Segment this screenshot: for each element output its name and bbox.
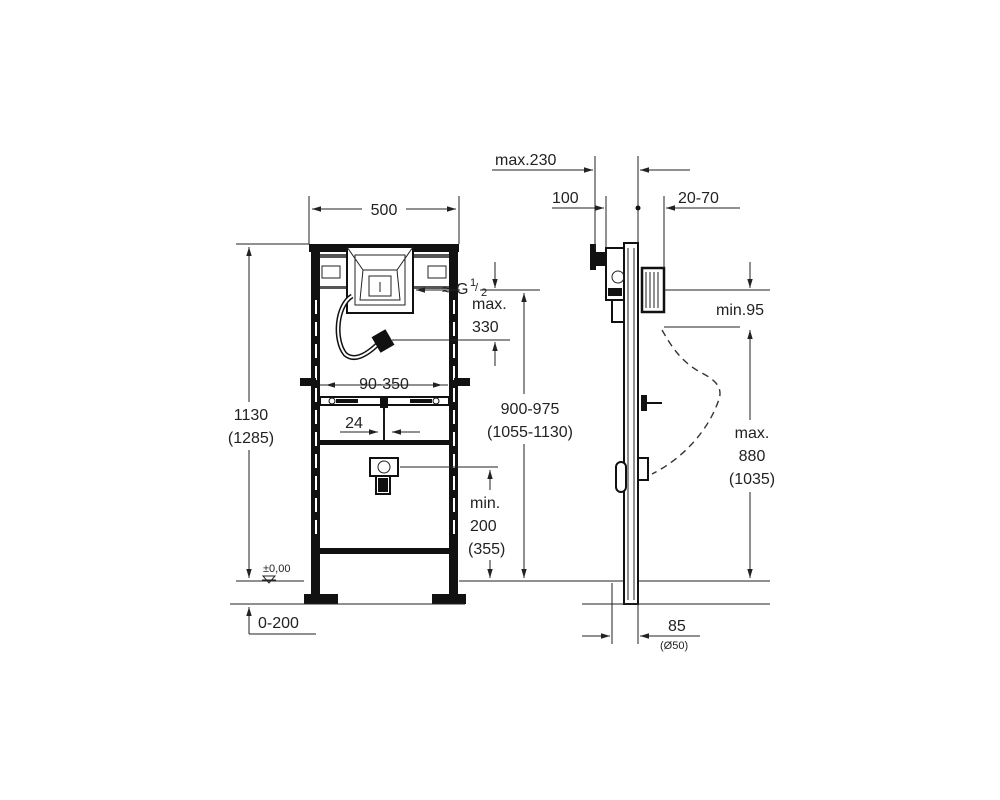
drain-height-label: 900-975 xyxy=(501,401,560,418)
min-label-side: min.95 xyxy=(716,302,764,319)
supply-label-g: G xyxy=(456,281,468,298)
range-label: 90-350 xyxy=(359,376,409,393)
max-label-side: max. xyxy=(735,425,770,442)
width-label: 500 xyxy=(371,202,398,219)
flush-valve xyxy=(346,246,414,314)
side-valve xyxy=(590,244,625,323)
supply-label-num: 1 xyxy=(470,277,476,289)
frame-column xyxy=(623,242,639,605)
flush-plate xyxy=(640,266,666,314)
urinal-outline xyxy=(651,329,721,475)
max-value: 330 xyxy=(472,319,499,336)
wave-symbol: ≈ xyxy=(442,282,451,299)
max-depth-label: max.230 xyxy=(495,152,556,169)
offset-label: 24 xyxy=(345,415,363,432)
min-alt-value: (355) xyxy=(468,541,505,558)
side-view: max.230 100 20-70 min.95 max. 880 (1035)… xyxy=(492,152,784,652)
svg-text:/: / xyxy=(475,282,479,294)
max-alt-value-side: (1035) xyxy=(729,471,775,488)
drain-outlet xyxy=(369,457,399,495)
drain-height-alt-label: (1055-1130) xyxy=(487,424,573,441)
floor-label: 0-200 xyxy=(258,615,299,632)
supply-hose xyxy=(335,293,395,360)
min-value: 200 xyxy=(470,518,497,535)
pipe-label: (Ø50) xyxy=(660,640,688,652)
wall-label: 20-70 xyxy=(678,190,719,207)
depth-label: 100 xyxy=(552,190,579,207)
base-label: 85 xyxy=(668,618,686,635)
max-label: max. xyxy=(472,296,507,313)
mounting-bar xyxy=(319,396,450,440)
height-alt-label: (1285) xyxy=(228,430,274,447)
min-label: min. xyxy=(470,495,500,512)
max-value-side: 880 xyxy=(739,448,766,465)
front-view: ≈ G 1 / 2 500 1 xyxy=(224,196,770,635)
height-label: 1130 xyxy=(234,407,269,424)
supply-label-den: 2 xyxy=(481,287,487,299)
datum-label: ±0,00 xyxy=(263,563,290,575)
